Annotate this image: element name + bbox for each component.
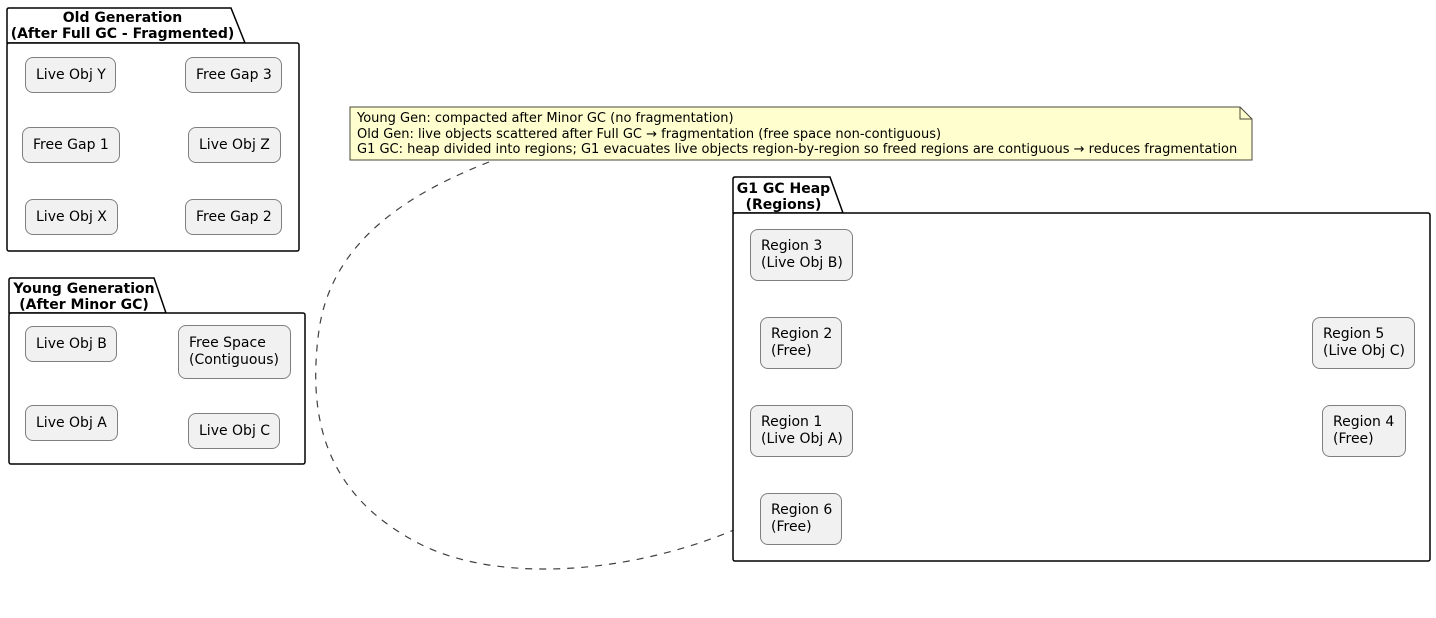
node-free-gap-1: Free Gap 1	[22, 127, 120, 163]
g1-heap-package-tab	[732, 176, 845, 214]
node-live-obj-z: Live Obj Z	[188, 127, 281, 163]
node-region-5: Region 5 (Live Obj C)	[1312, 317, 1415, 369]
g1-heap-package-title: G1 GC Heap (Regions)	[736, 181, 831, 213]
node-live-obj-b: Live Obj B	[25, 326, 117, 362]
node-region-2: Region 2 (Free)	[760, 317, 842, 369]
node-region-3: Region 3 (Live Obj B)	[750, 229, 853, 281]
node-region-4: Region 4 (Free)	[1322, 405, 1406, 457]
note-connector-line	[315, 161, 759, 570]
note-body: Young Gen: compacted after Minor GC (no …	[357, 111, 1247, 158]
node-free-gap-3: Free Gap 3	[185, 57, 282, 93]
note-line-young-gen: Young Gen: compacted after Minor GC (no …	[357, 111, 734, 126]
old-generation-package-title: Old Generation (After Full GC - Fragment…	[10, 10, 235, 42]
old-generation-package-tab	[6, 7, 247, 44]
node-live-obj-x: Live Obj X	[25, 199, 118, 235]
node-free-gap-2: Free Gap 2	[185, 199, 282, 235]
node-live-obj-c: Live Obj C	[188, 413, 280, 449]
g1-heap-package-body	[732, 212, 1431, 562]
young-generation-package-title: Young Generation (After Minor GC)	[13, 281, 155, 313]
young-generation-package-tab	[8, 277, 168, 314]
note-shape	[349, 106, 1253, 161]
note-line-old-gen: Old Gen: live objects scattered after Fu…	[357, 126, 942, 142]
node-region-1: Region 1 (Live Obj A)	[750, 405, 853, 457]
node-live-obj-a: Live Obj A	[25, 405, 118, 441]
node-live-obj-y: Live Obj Y	[25, 57, 116, 93]
node-free-space-contiguous: Free Space (Contiguous)	[178, 325, 291, 379]
note-line-g1-gc: G1 GC: heap divided into regions; G1 eva…	[357, 142, 1238, 157]
node-region-6: Region 6 (Free)	[760, 493, 842, 545]
note-fold-corner-icon	[1239, 107, 1252, 120]
